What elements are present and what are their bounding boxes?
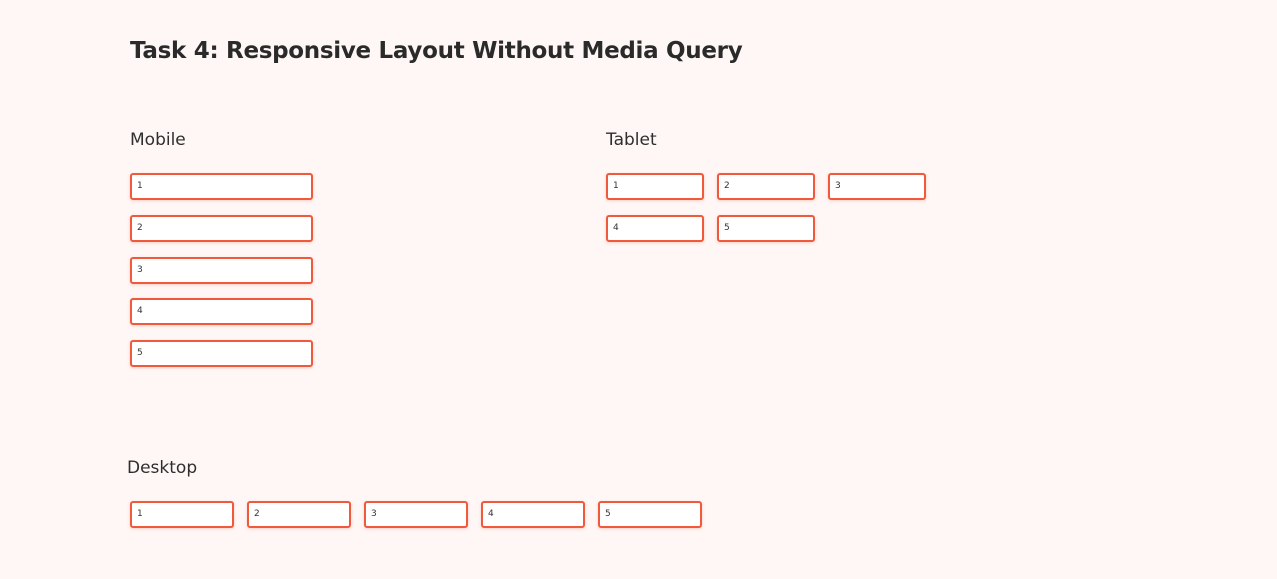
page-title: Task 4: Responsive Layout Without Media … <box>130 38 743 64</box>
desktop-box-4: 4 <box>481 501 585 528</box>
mobile-box-2: 2 <box>130 215 313 242</box>
tablet-box-3: 3 <box>828 173 926 200</box>
desktop-section-label: Desktop <box>127 458 198 478</box>
desktop-box-5: 5 <box>598 501 702 528</box>
mobile-box-3: 3 <box>130 257 313 284</box>
desktop-box-3: 3 <box>364 501 468 528</box>
tablet-box-2: 2 <box>717 173 815 200</box>
tablet-box-5: 5 <box>717 215 815 242</box>
desktop-box-2: 2 <box>247 501 351 528</box>
mobile-box-4: 4 <box>130 298 313 325</box>
tablet-box-4: 4 <box>606 215 704 242</box>
mobile-section-label: Mobile <box>130 130 186 150</box>
desktop-box-1: 1 <box>130 501 234 528</box>
mobile-box-5: 5 <box>130 340 313 367</box>
tablet-box-1: 1 <box>606 173 704 200</box>
mobile-box-1: 1 <box>130 173 313 200</box>
tablet-section-label: Tablet <box>606 130 657 150</box>
